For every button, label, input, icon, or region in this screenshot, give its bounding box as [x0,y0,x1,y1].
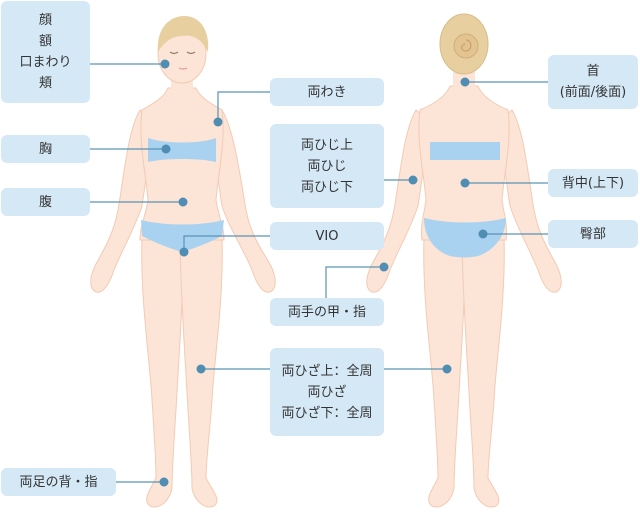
label-vio-text: VIO [315,228,339,244]
front-right-arm [211,109,276,293]
label-foot-text: 両足の背・指 [19,474,98,490]
front-torso [139,87,225,241]
dots [159,59,488,487]
label-neck-line-1: 首 [586,64,600,79]
label-knee-line-3: 両ひざ下：全周 [281,405,373,421]
label-back: 背中(上下) [548,169,638,197]
label-chest-text: 胸 [38,141,52,157]
label-hip: 臀部 [548,220,638,248]
label-elbow-line-3: 両ひじ下 [300,179,353,195]
label-elbow-line-1: 両ひじ上 [300,137,353,153]
dot-face [160,59,170,69]
dot-underarm [213,117,223,127]
label-face: 顔 額 口まわり 頬 [1,1,90,103]
front-eye-left [169,51,179,55]
label-foot: 両足の背・指 [1,468,116,496]
back-hair-swirl [461,39,472,52]
dot-belly [178,197,188,207]
label-knee-line-1: 両ひざ上：全周 [281,363,373,379]
dot-neck [460,77,470,87]
front-left-leg [141,235,185,508]
label-face-line-2: 額 [38,34,52,49]
label-face-line-3: 口まわり [19,55,72,70]
front-bra [148,138,216,162]
front-mouth [178,67,188,70]
connector-underarm [217,91,270,122]
label-underarm: 両わき [270,78,384,106]
dot-knee-back [442,364,452,374]
connector-vio [183,235,270,252]
label-hand-text: 両手の甲・指 [287,304,366,320]
dot-back [460,178,470,188]
label-hand: 両手の甲・指 [270,298,384,326]
front-hair [157,16,209,52]
back-torso [418,85,510,241]
dot-hip [478,229,488,239]
back-right-leg [461,235,505,508]
front-briefs [141,220,224,252]
connector-hand [325,266,384,298]
label-belly: 腹 [1,188,90,216]
label-knee: 両ひざ上：全周 両ひざ 両ひざ下：全周 [270,348,384,436]
label-elbow: 両ひじ上 両ひじ 両ひじ下 [270,124,384,208]
connectors [90,63,548,483]
label-neck: 首 (前面/後面) [548,55,638,109]
dot-chest [161,144,171,154]
label-vio: VIO [270,222,384,250]
label-face-line-1: 顔 [38,13,52,28]
dot-elbow [408,175,418,185]
label-knee-line-2: 両ひざ [307,384,347,400]
label-chest: 胸 [1,135,90,163]
label-belly-text: 腹 [38,194,52,210]
label-elbow-line-2: 両ひじ [307,158,347,174]
front-eye-right [186,51,196,55]
dot-hand [379,262,389,272]
back-briefs [424,218,506,258]
back-figure [366,13,562,508]
label-neck-line-2: (前面/後面) [559,85,627,100]
label-underarm-text: 両わき [307,84,347,100]
dot-foot [159,477,169,487]
label-hip-text: 臀部 [579,226,606,242]
dot-knee-front [196,364,206,374]
label-back-text: 背中(上下) [561,175,625,191]
back-bra-strap [430,142,500,160]
label-face-line-4: 頬 [38,76,52,91]
back-right-arm [499,109,562,293]
front-figure [90,16,276,508]
dot-vio [179,247,189,257]
back-hair-bun [453,33,479,59]
